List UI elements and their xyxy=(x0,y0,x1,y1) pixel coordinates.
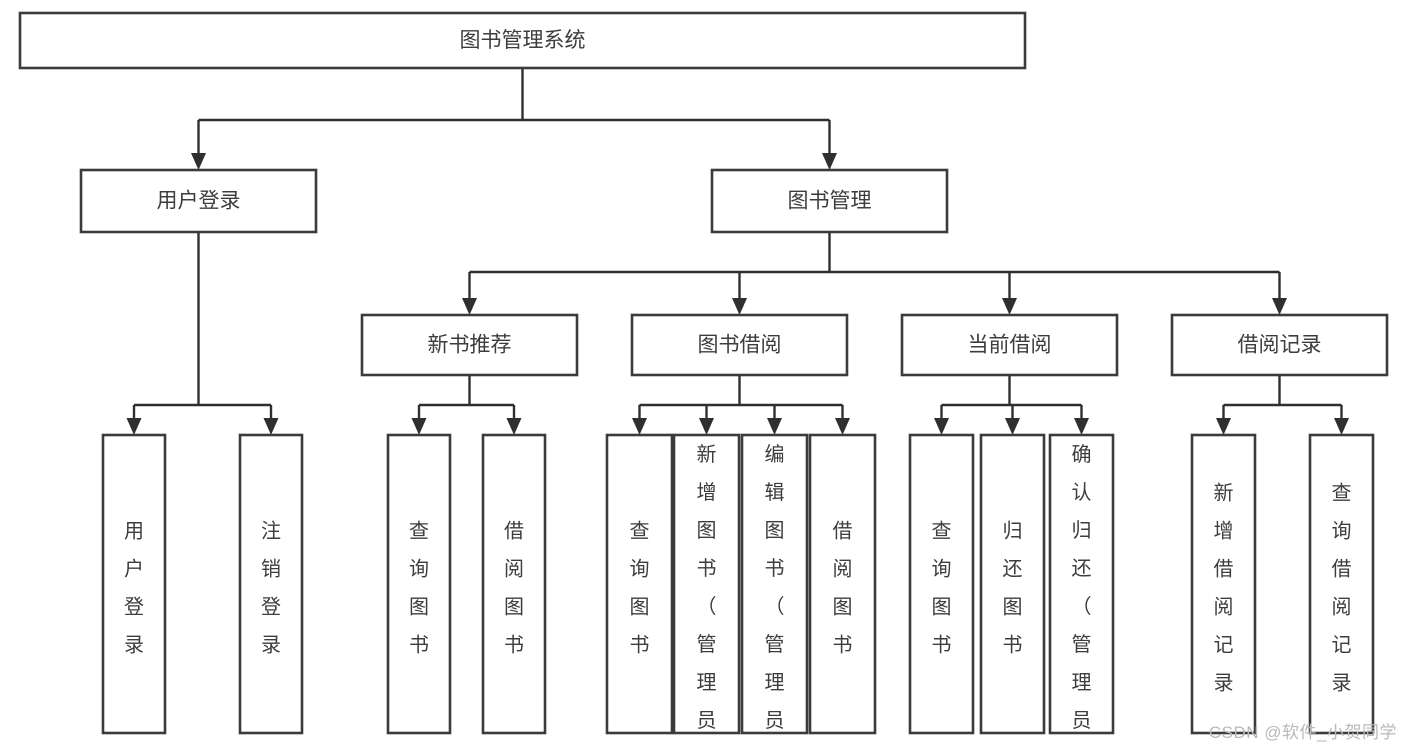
arrow-head-icon xyxy=(934,418,949,435)
arrow-head-icon xyxy=(1216,418,1231,435)
node-borrow-record[interactable]: 借阅记录 xyxy=(1170,313,1389,377)
node-label-user-login: 用户登录 xyxy=(157,190,241,213)
node-label-leaf-query-book-3: 查询图书 xyxy=(932,520,952,657)
node-box-book-management xyxy=(710,168,949,234)
arrow-head-icon xyxy=(191,153,206,170)
node-label-leaf-query-borrow-record: 查询借阅记录 xyxy=(1332,482,1352,695)
node-current-borrow[interactable]: 当前借阅 xyxy=(900,313,1119,377)
node-box-leaf-query-borrow-record xyxy=(1308,433,1375,735)
node-book-management[interactable]: 图书管理 xyxy=(710,168,949,234)
arrow-head-icon xyxy=(767,418,782,435)
node-box-current-borrow xyxy=(900,313,1119,377)
node-leaf-query-book-3[interactable]: 查询图书 xyxy=(908,433,975,735)
node-label-leaf-borrow-book-1: 借阅图书 xyxy=(504,520,524,657)
node-label-book-borrow: 图书借阅 xyxy=(698,334,782,357)
node-leaf-return-book[interactable]: 归还图书 xyxy=(979,433,1046,735)
node-box-leaf-add-borrow-record xyxy=(1190,433,1257,735)
node-leaf-query-book-2[interactable]: 查询图书 xyxy=(605,433,674,735)
arrow-head-icon xyxy=(835,418,850,435)
node-box-leaf-query-book-3 xyxy=(908,433,975,735)
watermark-text: CSDN @软件_小贺同学 xyxy=(1208,723,1397,742)
arrow-head-icon xyxy=(126,418,142,435)
node-box-leaf-user-login xyxy=(101,433,167,735)
arrow-head-icon xyxy=(1002,298,1017,315)
node-label-borrow-record: 借阅记录 xyxy=(1238,334,1322,357)
arrow-head-icon xyxy=(1005,418,1020,435)
node-box-borrow-record xyxy=(1170,313,1389,377)
node-leaf-edit-book[interactable]: 编辑图书（管理员） xyxy=(740,433,809,747)
arrow-head-icon xyxy=(506,418,522,435)
connector-layer xyxy=(126,68,1349,435)
node-root[interactable]: 图书管理系统 xyxy=(18,11,1027,70)
node-leaf-borrow-book-1[interactable]: 借阅图书 xyxy=(481,433,547,735)
node-user-login[interactable]: 用户登录 xyxy=(79,168,318,234)
arrow-head-icon xyxy=(822,153,837,170)
arrow-head-icon xyxy=(263,418,279,435)
arrow-head-icon xyxy=(699,418,714,435)
node-label-leaf-return-book: 归还图书 xyxy=(1003,520,1023,657)
arrow-head-icon xyxy=(411,418,427,435)
arrow-head-icon xyxy=(632,418,647,435)
node-label-leaf-query-book-2: 查询图书 xyxy=(630,520,650,657)
node-leaf-query-book-1[interactable]: 查询图书 xyxy=(386,433,452,735)
node-label-leaf-query-book-1: 查询图书 xyxy=(409,520,429,657)
node-leaf-logout-login[interactable]: 注销登录 xyxy=(238,433,304,735)
arrow-head-icon xyxy=(1272,298,1287,315)
node-label-current-borrow: 当前借阅 xyxy=(968,334,1052,357)
node-box-leaf-return-book xyxy=(979,433,1046,735)
node-label-leaf-add-book: 新增图书（管理员） xyxy=(697,443,717,747)
node-box-leaf-edit-book xyxy=(740,433,809,735)
node-box-leaf-query-book-1 xyxy=(386,433,452,735)
node-box-new-book-recommend xyxy=(360,313,579,377)
node-label-root: 图书管理系统 xyxy=(460,29,586,52)
node-book-borrow[interactable]: 图书借阅 xyxy=(630,313,849,377)
node-label-leaf-edit-book: 编辑图书（管理员） xyxy=(765,443,785,747)
node-leaf-borrow-book-2[interactable]: 借阅图书 xyxy=(808,433,877,735)
node-label-leaf-borrow-book-2: 借阅图书 xyxy=(833,520,853,657)
node-box-leaf-add-book xyxy=(672,433,741,735)
arrow-head-icon xyxy=(1334,418,1349,435)
node-box-leaf-borrow-book-1 xyxy=(481,433,547,735)
node-label-new-book-recommend: 新书推荐 xyxy=(428,334,512,357)
node-box-user-login xyxy=(79,168,318,234)
node-new-book-recommend[interactable]: 新书推荐 xyxy=(360,313,579,377)
node-box-root xyxy=(18,11,1027,70)
node-layer: 图书管理系统用户登录图书管理新书推荐图书借阅当前借阅借阅记录用户登录注销登录查询… xyxy=(18,11,1389,747)
arrow-head-icon xyxy=(462,298,477,315)
node-label-leaf-confirm-return: 确认归还（管理员） xyxy=(1072,443,1092,747)
node-label-leaf-add-borrow-record: 新增借阅记录 xyxy=(1214,482,1234,695)
node-label-book-management: 图书管理 xyxy=(788,190,872,213)
node-leaf-add-book[interactable]: 新增图书（管理员） xyxy=(672,433,741,747)
node-box-leaf-query-book-2 xyxy=(605,433,674,735)
arrow-head-icon xyxy=(1074,418,1089,435)
node-box-leaf-logout-login xyxy=(238,433,304,735)
node-box-leaf-confirm-return xyxy=(1048,433,1115,735)
node-box-leaf-borrow-book-2 xyxy=(808,433,877,735)
node-label-leaf-user-login: 用户登录 xyxy=(124,521,144,657)
node-leaf-add-borrow-record[interactable]: 新增借阅记录 xyxy=(1190,433,1257,735)
arrow-head-icon xyxy=(732,298,747,315)
node-label-leaf-logout-login: 注销登录 xyxy=(261,520,281,657)
node-box-book-borrow xyxy=(630,313,849,377)
node-leaf-confirm-return[interactable]: 确认归还（管理员） xyxy=(1048,433,1115,747)
node-leaf-query-borrow-record[interactable]: 查询借阅记录 xyxy=(1308,433,1375,735)
node-leaf-user-login[interactable]: 用户登录 xyxy=(101,433,167,735)
